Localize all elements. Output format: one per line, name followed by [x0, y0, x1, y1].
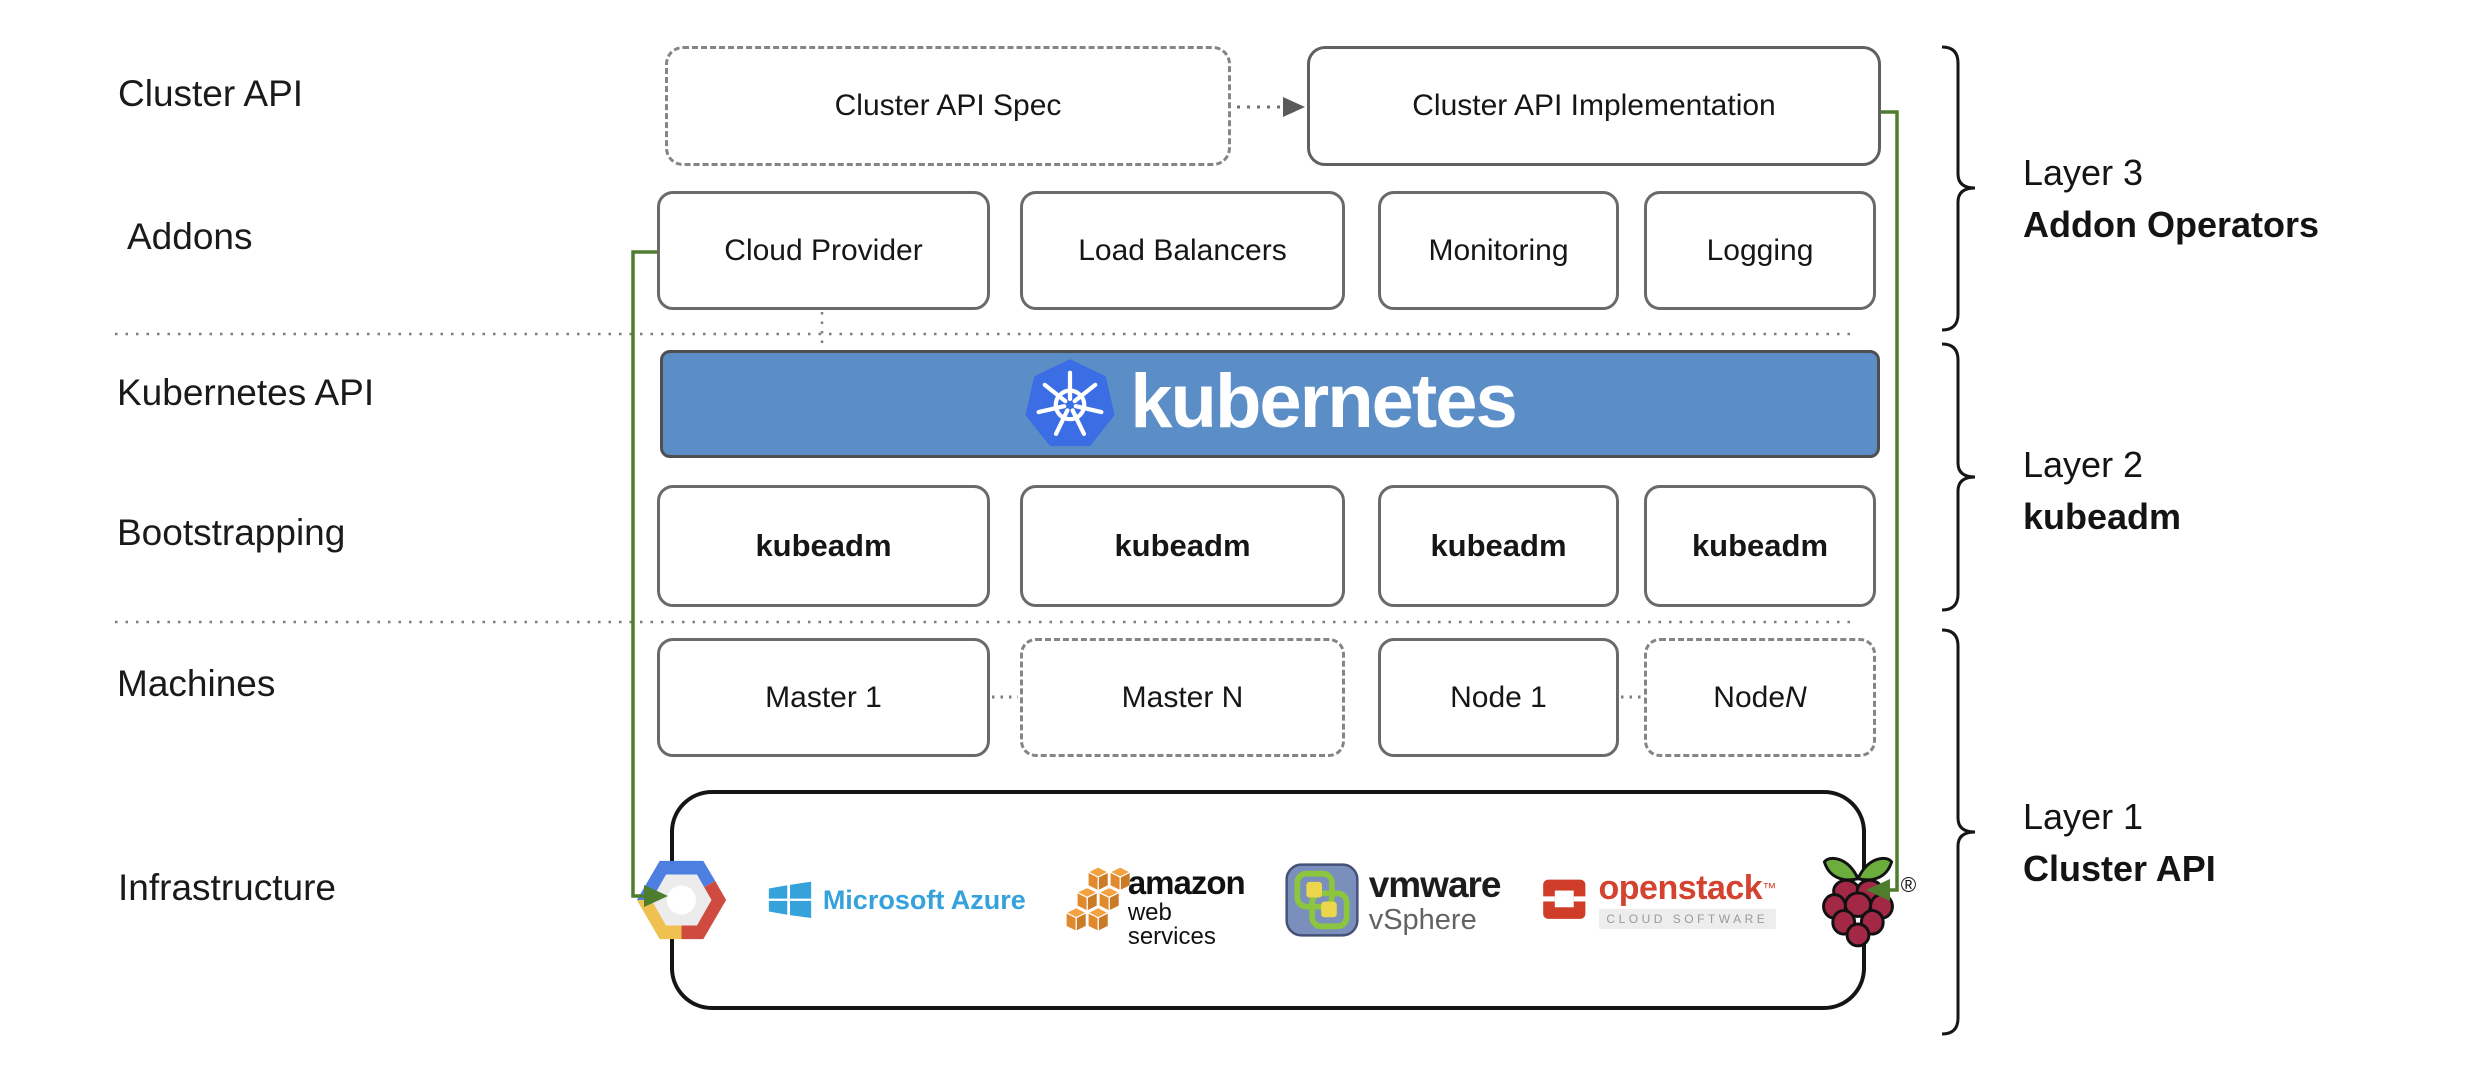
machine-box-node-n: Node N — [1644, 638, 1876, 757]
kubeadm-label-4: kubeadm — [1691, 528, 1829, 563]
addon-label-load-balancers: Load Balancers — [1078, 233, 1287, 267]
aws-label: amazon — [1127, 863, 1246, 901]
layer-1-bracket — [1941, 628, 1976, 1036]
addon-box-logging: Logging — [1644, 191, 1876, 310]
google-cloud-logo-icon — [636, 850, 727, 950]
green-connector-right — [1881, 110, 1899, 892]
layer-1-line1: Layer 1 — [2023, 796, 2144, 837]
kubeadm-box-1: kubeadm — [657, 485, 990, 607]
kubeadm-label-1: kubeadm — [755, 528, 892, 563]
layer-1-line2: Cluster API — [2023, 848, 2216, 889]
addon-label-cloud-provider: Cloud Provider — [724, 233, 923, 267]
azure-flag-icon — [767, 879, 813, 921]
addon-box-cloud-provider: Cloud Provider — [657, 191, 990, 310]
layer-3-line2: Addon Operators — [2023, 204, 2320, 245]
aws-logo: amazon web services — [1065, 852, 1246, 950]
kubernetes-banner-label: kubernetes — [1130, 358, 1517, 444]
kubeadm-label-2: kubeadm — [1114, 528, 1251, 563]
infrastructure-box: Microsoft Azure amazon web service — [636, 790, 1916, 1010]
raspberry-pi-logo: ® — [1816, 850, 1916, 951]
rail-label-machines: Machines — [117, 663, 276, 704]
layer-3-label: Layer 3 Addon Operators — [2023, 147, 2319, 251]
kubeadm-label-3: kubeadm — [1430, 528, 1567, 563]
openstack-logo: openstack™ CLOUD SOFTWARE — [1540, 869, 1777, 929]
green-connector-left — [631, 250, 657, 898]
kubernetes-banner: kubernetes — [660, 350, 1880, 458]
rail-label-kubernetes-api: Kubernetes API — [117, 372, 375, 413]
machine-label-node-n: Node — [1713, 680, 1786, 714]
machine-label-node-1: Node 1 — [1450, 680, 1547, 714]
rail-label-infrastructure: Infrastructure — [118, 867, 336, 908]
layer-1-label: Layer 1 Cluster API — [2023, 791, 2216, 895]
addon-box-monitoring: Monitoring — [1378, 191, 1619, 310]
machine-label-master-1: Master 1 — [765, 680, 882, 714]
kubeadm-box-3: kubeadm — [1378, 485, 1619, 607]
layer-2-line2: kubeadm — [2023, 496, 2182, 537]
aws-cubes-icon — [1065, 867, 1132, 933]
openstack-label: openstack — [1598, 869, 1763, 907]
machine-box-master-1: Master 1 — [657, 638, 990, 757]
vsphere-label: vSphere — [1368, 903, 1477, 936]
machine-label-master-n: Master N — [1121, 680, 1244, 714]
addon-box-load-balancers: Load Balancers — [1020, 191, 1345, 310]
addon-label-logging: Logging — [1706, 233, 1814, 267]
spec-to-impl-arrowhead-icon — [1283, 97, 1305, 117]
openstack-icon — [1540, 877, 1589, 923]
layer-2-bracket — [1941, 342, 1976, 612]
rail-label-addons: Addons — [127, 216, 253, 257]
addon-label-monitoring: Monitoring — [1428, 233, 1569, 267]
cluster-api-implementation-box: Cluster API Implementation — [1307, 46, 1881, 166]
rail-label-bootstrapping: Bootstrapping — [117, 512, 346, 553]
vmware-vsphere-logo: vmware vSphere — [1285, 863, 1502, 937]
layer-3-line1: Layer 3 — [2023, 152, 2144, 193]
cluster-api-spec-label: Cluster API Spec — [834, 89, 1062, 122]
openstack-sub-label: CLOUD SOFTWARE — [1598, 909, 1777, 929]
microsoft-azure-logo: Microsoft Azure — [767, 879, 1026, 921]
raspberry-pi-icon — [1816, 850, 1900, 951]
raspberry-registered-mark: ® — [1900, 873, 1917, 897]
kubeadm-box-4: kubeadm — [1644, 485, 1876, 607]
vmware-label: vmware — [1368, 863, 1502, 905]
kubernetes-logo-icon — [1024, 358, 1116, 450]
kubeadm-box-2: kubeadm — [1020, 485, 1345, 607]
layer-2-label: Layer 2 kubeadm — [2023, 439, 2181, 543]
azure-label: Microsoft Azure — [822, 884, 1026, 915]
vsphere-icon — [1285, 863, 1359, 937]
cluster-api-spec-box: Cluster API Spec — [665, 46, 1231, 166]
aws-sub-label: web services — [1127, 898, 1216, 950]
cluster-api-implementation-label: Cluster API Implementation — [1412, 89, 1776, 122]
layer-2-line1: Layer 2 — [2023, 444, 2144, 485]
machine-label-node-n-italic: N — [1785, 680, 1807, 714]
openstack-tm: ™ — [1762, 879, 1777, 896]
machine-box-node-1: Node 1 — [1378, 638, 1619, 757]
layer-3-bracket — [1941, 45, 1976, 332]
machine-box-master-n: Master N — [1020, 638, 1345, 757]
rail-label-cluster-api: Cluster API — [118, 73, 304, 114]
